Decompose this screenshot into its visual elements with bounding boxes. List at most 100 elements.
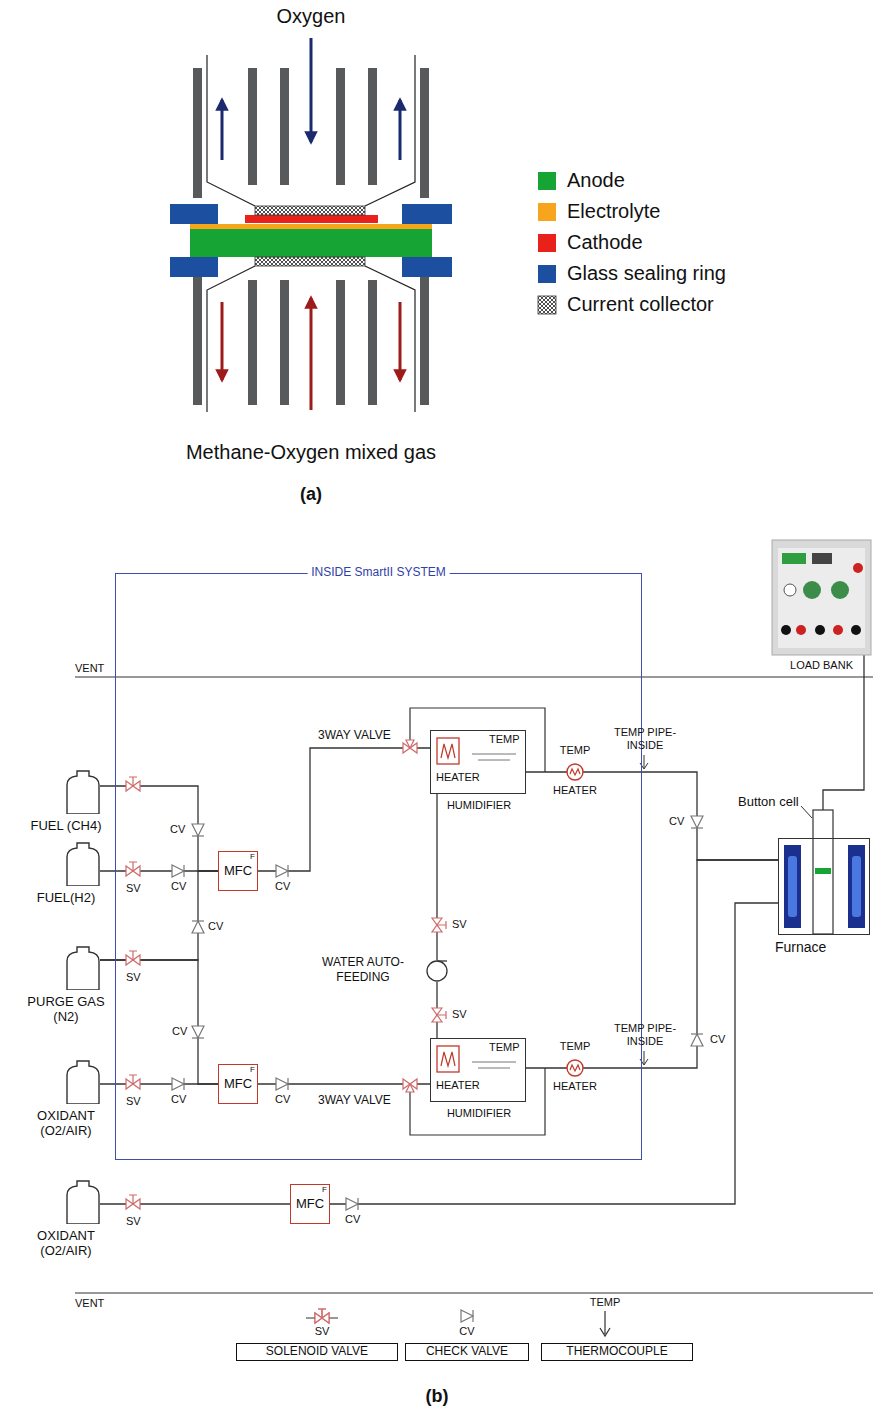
humidifier: TEMPHEATERHUMIDIFIER [430, 1038, 526, 1102]
pipe-heater [567, 1060, 583, 1076]
solenoid-valve [126, 1195, 140, 1209]
valve-label: SV [452, 1008, 467, 1021]
valve-label: CV [275, 1093, 290, 1106]
gas-cylinder: OXIDANT (O2/AIR) [66, 1180, 100, 1224]
glass-sealing-ring [402, 257, 452, 277]
solenoid-valve [126, 1075, 140, 1089]
heater-coil [441, 1052, 455, 1066]
button-cell-stack [170, 204, 452, 277]
oxygen-arrow [221, 100, 224, 160]
check-valve [691, 1034, 703, 1046]
load-bank-jack [833, 625, 843, 635]
furnace-picture [784, 806, 865, 934]
load-bank-display [782, 553, 806, 564]
vent-lines [75, 677, 873, 1293]
water-level [472, 754, 516, 760]
load-bank-case [772, 540, 871, 655]
check-valve [172, 865, 184, 877]
check-valve [172, 1078, 184, 1090]
electrolyte-layer [190, 224, 432, 229]
gas-cylinder: FUEL (CH4) [66, 770, 100, 814]
load-bank-jack [851, 625, 861, 635]
gas-pipe [526, 860, 778, 1068]
bypass-line [410, 708, 545, 772]
gas-pipe [330, 903, 778, 1204]
valve-label: CV [172, 1025, 187, 1038]
mass-flow-controller: MFCF [218, 1064, 258, 1104]
load-bank-knob [831, 581, 849, 599]
load-bank-picture [772, 540, 871, 655]
valve-label: CV [208, 920, 223, 933]
oxygen-arrow [310, 38, 313, 142]
gas-pipe [100, 871, 218, 960]
mfc-flag: F [322, 1185, 327, 1194]
load-bank-label: LOAD BANK [772, 659, 871, 672]
valve-label: CV [345, 1213, 360, 1226]
valve-label: CV [669, 815, 684, 828]
mfc-label: MFC [224, 1076, 252, 1092]
cylinder-outline [66, 842, 100, 886]
gas-cylinder: OXIDANT (O2/AIR) [66, 1060, 100, 1104]
cylinder-outline [66, 770, 100, 814]
legend-swatch [538, 203, 556, 221]
anode-layer [190, 229, 432, 257]
legend-label: Electrolyte [567, 199, 660, 223]
key-symbol-label: TEMP [585, 1296, 625, 1309]
cylinder-outline [67, 947, 99, 990]
tube-wall [336, 280, 345, 405]
thermocouple-symbol [600, 1311, 610, 1336]
tube-wall [248, 280, 257, 405]
vent-line [75, 677, 873, 678]
tube-wall [336, 68, 345, 185]
legend-label: Current collector [567, 292, 714, 316]
cathode-layer [245, 215, 378, 223]
gas-pipe [526, 772, 778, 860]
load-bank-jack [815, 625, 825, 635]
heater-tank [437, 738, 459, 764]
button-cell [815, 868, 831, 874]
valve-label: CV [710, 1033, 725, 1046]
system-boundary: INSIDE SmartII SYSTEMMFCFMFCFTEMPHEATERH… [115, 573, 642, 1160]
solenoid-valve [315, 1309, 329, 1323]
tube-wall [280, 280, 289, 405]
check-valve [192, 1026, 204, 1038]
load-bank-display [812, 553, 832, 564]
check-valve [276, 865, 288, 877]
load-bank-knob [853, 563, 863, 573]
mfc-flag: F [250, 852, 255, 861]
solenoid-valve [432, 918, 446, 932]
cylinder-label: FUEL(H2) [26, 890, 106, 905]
valve-label: CV [275, 880, 290, 893]
valve-label: SV [126, 882, 141, 895]
vent-label: VENT [75, 1297, 104, 1310]
valve-label: 3WAY VALVE [318, 728, 391, 742]
solenoid-valve [126, 777, 140, 791]
solenoid-valve [126, 951, 140, 965]
valve-label: CV [171, 1093, 186, 1106]
thermocouple-symbol [640, 755, 648, 769]
caption-label: Oxygen [261, 4, 361, 28]
mfc-label: MFC [224, 863, 252, 879]
glass-sealing-ring [170, 257, 218, 277]
legend-label: Glass sealing ring [567, 261, 726, 285]
funnel-line [207, 266, 255, 412]
furnace-label: Furnace [775, 939, 826, 956]
key-symbol-label: CV [457, 1325, 477, 1338]
tube-wall [193, 68, 202, 198]
load-bank: LOAD BANK [772, 540, 871, 655]
water-level [472, 1062, 516, 1068]
humidifier: TEMPHEATERHUMIDIFIER [430, 730, 526, 794]
funnel-line [207, 55, 255, 206]
load-bank-jack [781, 625, 791, 635]
gas-pipe [100, 786, 218, 871]
vent-label: VENT [75, 662, 104, 675]
solenoid-valve [126, 862, 140, 876]
bypass-lines [410, 708, 545, 1135]
valve-symbols [126, 740, 703, 1210]
current-collector [255, 257, 365, 266]
check-valve [691, 816, 703, 828]
legend-label: Cathode [567, 230, 643, 254]
humidifier-label: HUMIDIFIER [431, 1107, 527, 1120]
cylinder-outline [66, 1060, 100, 1104]
